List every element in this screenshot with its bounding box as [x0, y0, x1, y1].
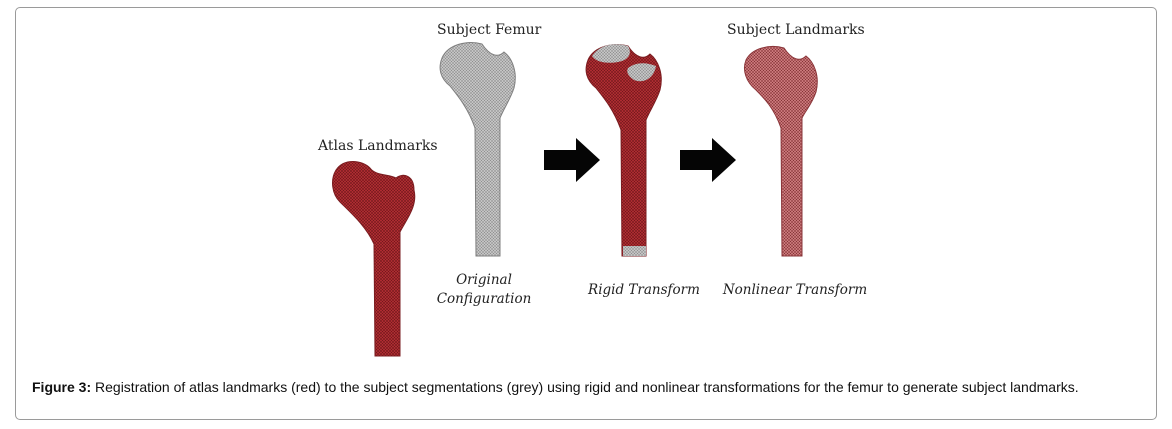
figure-caption: Figure 3: Registration of atlas landmark… [32, 378, 1144, 396]
nonlinear-transform-label: Nonlinear Transform [722, 281, 868, 300]
subject-femur-title: Subject Femur [437, 22, 542, 38]
rigid-transform-femur-mesh [585, 44, 662, 257]
nonlinear-transform-line: Nonlinear Transform [722, 282, 868, 298]
subject-femur-mesh [439, 42, 516, 257]
right-arrow-icon [680, 138, 736, 182]
figure-illustration [332, 42, 818, 357]
original-configuration-line-1: Original [456, 272, 512, 288]
right-arrow-icon [544, 138, 600, 182]
atlas-femur-mesh [332, 161, 416, 357]
original-configuration-label: Original Configuration [432, 271, 536, 309]
rigid-transform-label: Rigid Transform [578, 281, 710, 300]
atlas-landmarks-title: Atlas Landmarks [318, 138, 438, 154]
rigid-transform-line: Rigid Transform [588, 282, 700, 298]
figure-caption-label: Figure 3: [32, 379, 92, 395]
figure-frame [15, 7, 1157, 420]
original-configuration-line-2: Configuration [436, 291, 532, 307]
figure-caption-text: Registration of atlas landmarks (red) to… [91, 379, 1079, 395]
subject-landmarks-femur-mesh [743, 46, 818, 257]
subject-landmarks-title: Subject Landmarks [727, 22, 865, 38]
